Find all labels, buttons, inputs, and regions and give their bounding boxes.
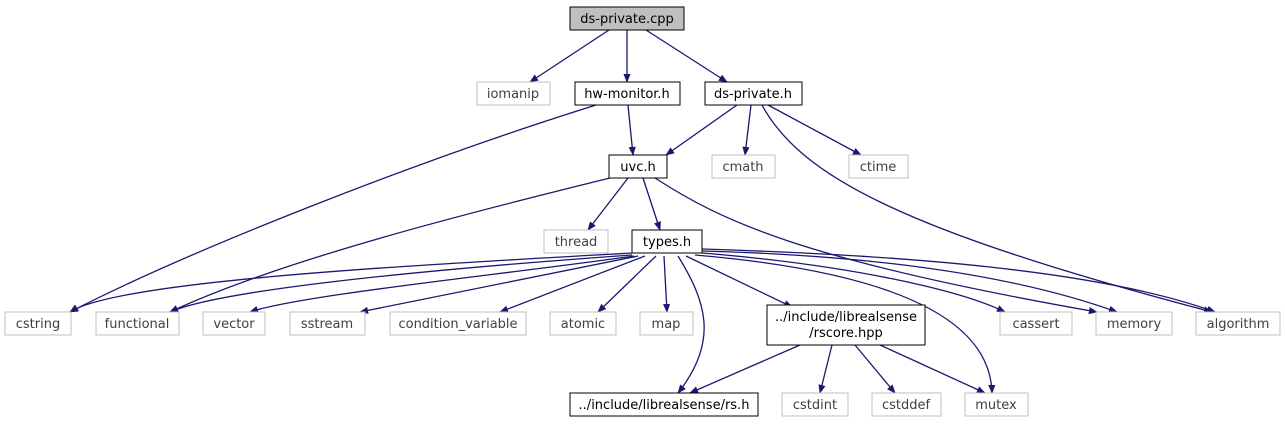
node-types-h[interactable]: types.h [631,229,703,254]
edge-types-h-memory [701,250,1118,313]
node-ctime[interactable]: ctime [848,154,909,179]
node-label: cstddef [882,398,931,413]
node-cstring[interactable]: cstring [4,311,72,336]
node-label: atomic [561,317,605,332]
node-label: cassert [1012,317,1059,332]
node-label: memory [1107,317,1162,332]
node-condition-variable[interactable]: condition_variable [389,311,527,336]
node-label: hw-monitor.h [584,87,670,102]
edge-types-h-rs-h [677,255,705,394]
edge-uvc-h-types-h [642,177,661,231]
node-label: ds-private.cpp [580,12,673,27]
edge-uvc-h-functional [169,177,611,313]
node-label: cstdint [793,398,837,413]
edge-hw-monitor-h-cstring [69,104,597,313]
node-cassert[interactable]: cassert [999,311,1073,336]
edge-ds-private-h-uvc-h [665,104,738,156]
node-atomic[interactable]: atomic [549,311,617,336]
node-ds-private-h[interactable]: ds-private.h [704,81,803,106]
node-label: mutex [975,398,1017,413]
node-label: ds-private.h [714,87,792,102]
edge-uvc-h-memory [654,177,1098,315]
node-label: ../include/librealsense/rs.h [579,398,750,413]
edge-hw-monitor-h-uvc-h [627,104,636,156]
edge-types-h-map [662,255,671,313]
node-algorithm[interactable]: algorithm [1195,311,1281,336]
node-label: functional [105,317,170,332]
node-thread[interactable]: thread [543,229,609,254]
node-uvc-h[interactable]: uvc.h [608,154,668,179]
edge-types-h-sstream [359,255,639,314]
node-cstddef[interactable]: cstddef [871,392,942,417]
node-label: sstream [301,317,353,332]
edge-ds-private-h-ctime [767,104,862,156]
edge-rscore-hpp-cstddef [854,344,896,394]
node-label: ctime [860,160,897,175]
node-ds-private-cpp[interactable]: ds-private.cpp [569,6,685,31]
node-rs-h[interactable]: ../include/librealsense/rs.h [569,392,759,417]
node-label-line2: /rscore.hpp [809,326,883,341]
node-cstdint[interactable]: cstdint [781,392,849,417]
nodes: ds-private.cpp iomanip hw-monitor.h ds-p… [4,6,1281,417]
node-label: cmath [722,160,763,175]
edge-ds-private-h-cmath [742,104,752,156]
edge-types-h-atomic [597,255,657,313]
node-label: uvc.h [620,160,655,175]
node-label: cstring [16,317,60,332]
node-map[interactable]: map [639,311,694,336]
node-label: thread [555,235,598,250]
node-label: iomanip [487,87,539,102]
edge-rscore-hpp-cstdint [818,344,833,394]
node-label-line1: ../include/librealsense [775,310,917,325]
node-mutex[interactable]: mutex [964,392,1029,417]
node-functional[interactable]: functional [95,311,180,336]
node-label: algorithm [1207,317,1270,332]
edge-rscore-hpp-rs-h [689,344,801,394]
node-sstream[interactable]: sstream [289,311,366,336]
edge-types-h-condition-variable [499,255,646,313]
edge-ds-private-cpp-ds-private-h [645,29,728,83]
edge-ds-private-h-algorithm [761,104,1213,314]
edge-uvc-h-thread [587,177,629,231]
node-iomanip[interactable]: iomanip [476,81,551,106]
edge-rscore-hpp-mutex [879,344,986,394]
edge-types-h-algorithm [701,248,1216,313]
edge-types-h-cstring [69,252,633,313]
node-label: types.h [643,235,691,250]
edge-types-h-vector [249,255,635,313]
edge-types-h-cassert [701,252,1006,313]
node-label: condition_variable [398,317,517,332]
node-label: map [652,317,681,332]
edge-types-h-mutex [694,254,996,394]
node-vector[interactable]: vector [202,311,266,336]
node-hw-monitor-h[interactable]: hw-monitor.h [574,81,681,106]
edge-types-h-functional [169,254,633,313]
edge-ds-private-cpp-iomanip [529,29,610,83]
edge-types-h-rscore-hpp [685,255,793,308]
node-cmath[interactable]: cmath [711,154,776,179]
node-label: vector [213,317,255,332]
edges [69,29,1216,394]
node-rscore-hpp[interactable]: ../include/librealsense /rscore.hpp [766,304,926,346]
node-memory[interactable]: memory [1095,311,1173,336]
